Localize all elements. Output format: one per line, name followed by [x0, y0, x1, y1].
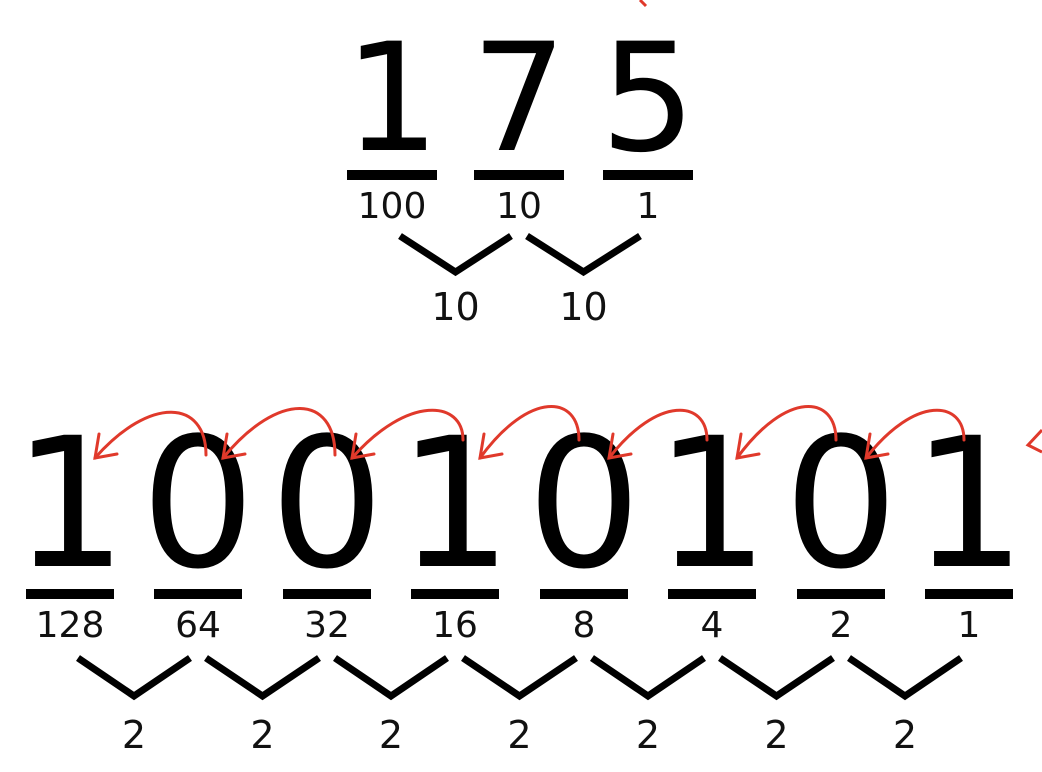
- binary-place-value: 128: [36, 605, 105, 646]
- binary-digit: 0: [784, 400, 899, 609]
- decimal-place-value: 100: [358, 186, 427, 227]
- carry-arrow: [864, 408, 966, 460]
- binary-digit: 1: [912, 400, 1027, 609]
- binary-place-value: 1: [958, 605, 981, 646]
- arrow-head-icon: [93, 432, 119, 460]
- binary-place-value: 16: [432, 605, 478, 646]
- binary-place-value: 4: [701, 605, 724, 646]
- carry-arrow: [93, 410, 208, 460]
- binary-chevron: [847, 655, 963, 701]
- decimal-underline: [603, 170, 693, 180]
- binary-place-value: 2: [830, 605, 853, 646]
- binary-underline: [925, 589, 1013, 599]
- partial-arrow: [1025, 428, 1042, 454]
- binary-digit: 1: [398, 400, 513, 609]
- binary-base: 2: [379, 713, 403, 757]
- binary-base: 2: [764, 713, 788, 757]
- binary-underline: [411, 589, 499, 599]
- decimal-chevron: [398, 233, 513, 277]
- binary-underline: [797, 589, 885, 599]
- arrow-head-icon: [864, 432, 890, 460]
- binary-place-value: 64: [175, 605, 221, 646]
- carry-arrow: [735, 405, 838, 460]
- binary-underline: [283, 589, 371, 599]
- arrow-head-icon: [607, 432, 633, 460]
- arrow-head-icon: [350, 432, 376, 460]
- binary-chevron: [718, 655, 835, 701]
- binary-digit: 1: [655, 400, 770, 609]
- binary-place-value: 32: [304, 605, 350, 646]
- decimal-digit: 1: [344, 12, 439, 186]
- binary-digit: 1: [13, 400, 128, 609]
- carry-arrow: [478, 405, 581, 460]
- partial-mark: [638, 0, 648, 8]
- decimal-underline: [474, 170, 564, 180]
- arrow-head-icon: [735, 432, 761, 460]
- binary-base: 2: [636, 713, 660, 757]
- binary-digit: 0: [270, 400, 385, 609]
- carry-arrow: [350, 408, 465, 460]
- binary-digit: 0: [527, 400, 642, 609]
- carry-arrow: [607, 408, 709, 460]
- arrow-head-icon: [478, 432, 504, 460]
- binary-chevron: [590, 655, 706, 701]
- binary-underline: [26, 589, 114, 599]
- binary-digit: 0: [141, 400, 256, 609]
- binary-underline: [154, 589, 242, 599]
- binary-base: 2: [507, 713, 531, 757]
- binary-underline: [540, 589, 628, 599]
- binary-base: 2: [122, 713, 146, 757]
- binary-chevron: [76, 655, 192, 701]
- binary-chevron: [461, 655, 578, 701]
- carry-arrow: [221, 407, 337, 460]
- binary-chevron: [204, 655, 321, 701]
- arrow-head-icon: [221, 432, 247, 460]
- decimal-digit: 5: [600, 12, 695, 186]
- decimal-chevron: [525, 233, 642, 277]
- decimal-underline: [347, 170, 437, 180]
- binary-base: 2: [250, 713, 274, 757]
- binary-chevron: [333, 655, 449, 701]
- decimal-place-value: 10: [496, 186, 542, 227]
- binary-place-value: 8: [573, 605, 596, 646]
- decimal-digit: 7: [471, 12, 566, 186]
- binary-underline: [668, 589, 756, 599]
- decimal-place-value: 1: [637, 186, 660, 227]
- decimal-base: 10: [431, 285, 479, 329]
- binary-base: 2: [893, 713, 917, 757]
- decimal-base: 10: [559, 285, 607, 329]
